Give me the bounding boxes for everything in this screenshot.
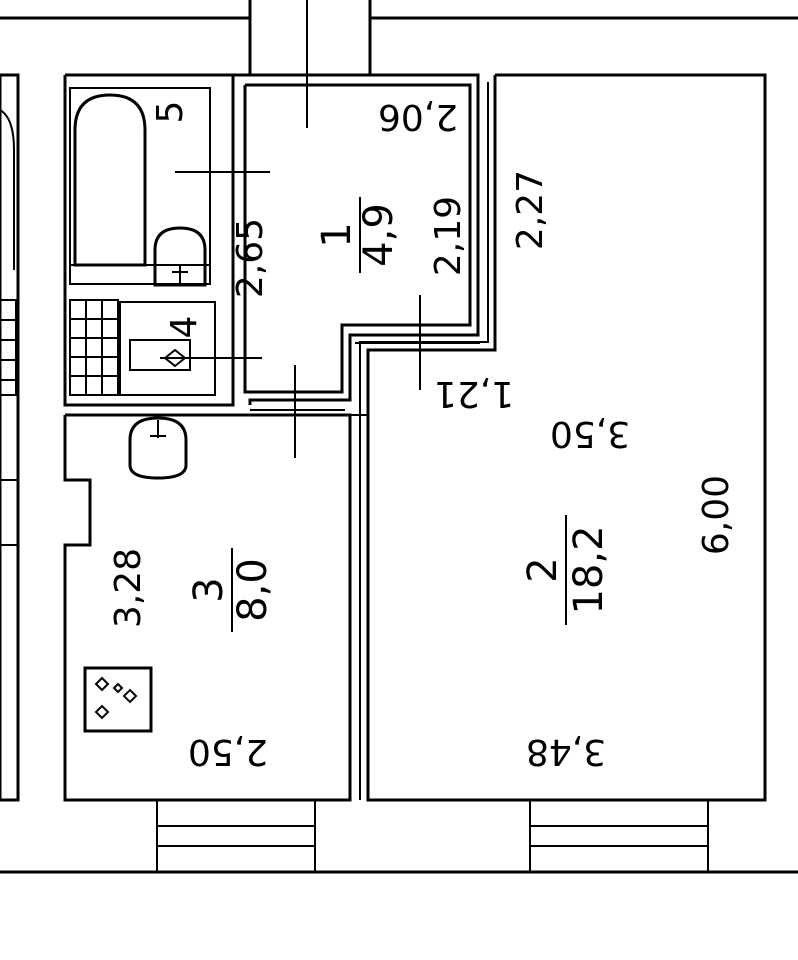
room-2-number: 2 xyxy=(520,557,566,582)
tile-grid xyxy=(69,299,119,396)
toilet-icon xyxy=(153,226,207,287)
dim-2-50: 2,50 xyxy=(188,731,268,772)
room-3-label: 3 8,0 xyxy=(186,548,276,632)
room-2-area: 18,2 xyxy=(566,525,612,614)
dim-2-27: 2,27 xyxy=(510,170,551,250)
windows xyxy=(156,799,709,873)
left-partitions xyxy=(0,73,20,802)
room-3-area: 8,0 xyxy=(230,558,276,622)
bathtub-icon xyxy=(69,87,211,285)
dim-1-21: 1,21 xyxy=(434,373,514,414)
dim-3-28: 3,28 xyxy=(108,548,149,628)
room-1-number: 1 xyxy=(314,222,360,247)
bath-cross xyxy=(175,140,270,205)
room-2-label: 2 18,2 xyxy=(520,515,612,625)
room-5-number: 5 xyxy=(150,101,191,124)
dim-2-65: 2,65 xyxy=(230,218,271,298)
room-3-number: 3 xyxy=(186,577,232,602)
apartment-walls xyxy=(63,73,767,802)
room-4-number: 4 xyxy=(164,316,205,339)
dim-6-00: 6,00 xyxy=(696,475,737,555)
door-markers xyxy=(250,0,480,458)
dim-3-50: 3,50 xyxy=(550,413,630,454)
stove-icon xyxy=(83,666,153,733)
room-1-area: 4,9 xyxy=(356,203,402,267)
sink-icon xyxy=(128,416,188,480)
dim-2-19: 2,19 xyxy=(428,196,469,276)
dim-2-06: 2,06 xyxy=(378,96,458,137)
dim-3-48: 3,48 xyxy=(526,731,606,772)
room-1-label: 1 4,9 xyxy=(314,197,402,273)
washbasin-icon xyxy=(119,301,262,396)
